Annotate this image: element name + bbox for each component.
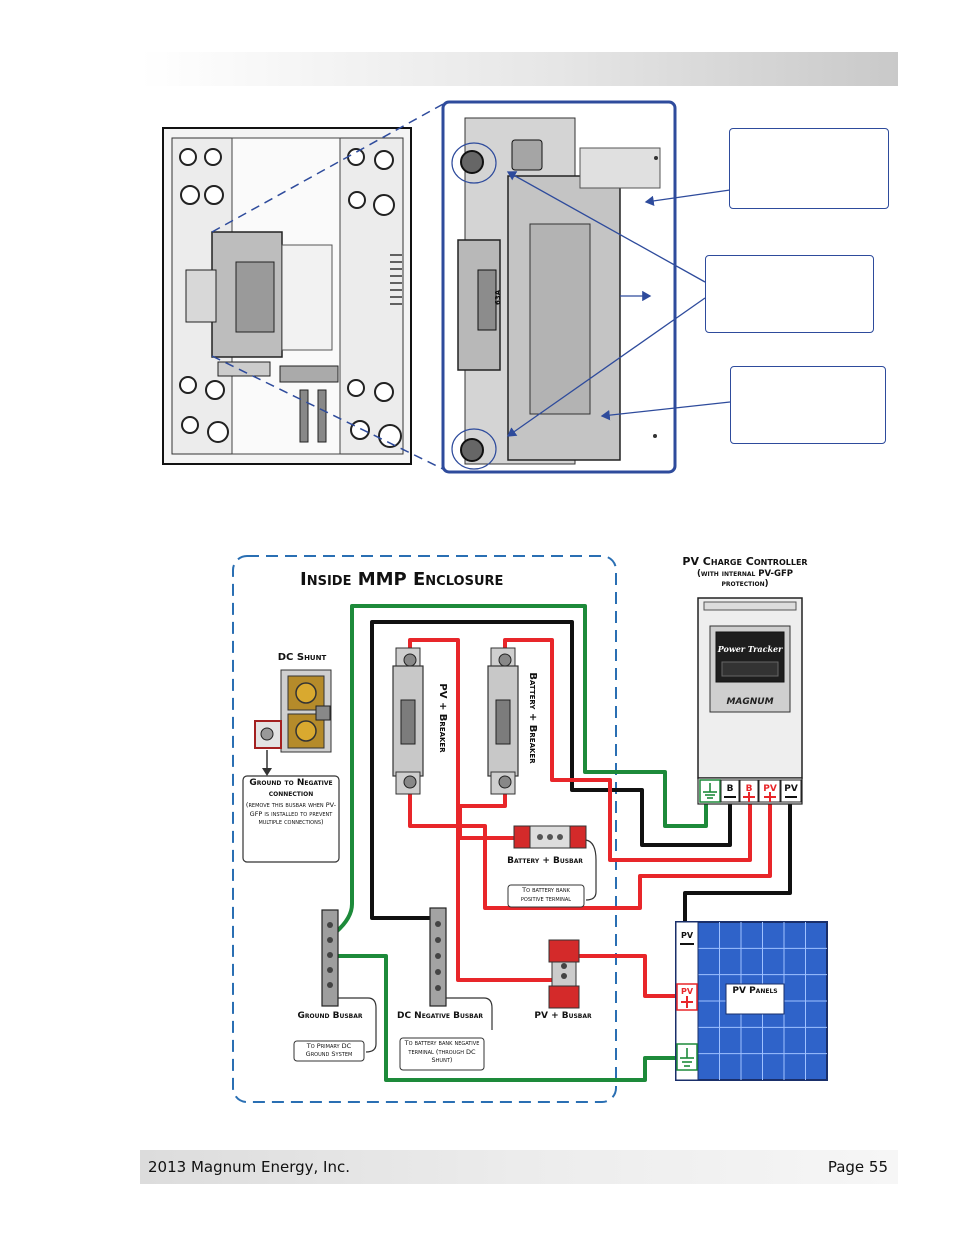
callout-box-1 <box>729 128 889 209</box>
dc-negative-busbar-note: To battery bank negative terminal (throu… <box>404 1039 480 1064</box>
wire-black-negative <box>370 620 732 920</box>
pv-panels: PV PV PV Panels <box>675 921 828 1081</box>
pv-busbar-label: PV + Busbar <box>534 1011 592 1021</box>
pv-breaker <box>392 647 424 795</box>
battery-breaker-label: Battery + Breaker <box>527 672 538 764</box>
terminal-b-pos-label: B <box>746 784 753 794</box>
page-number: Page 55 <box>827 1158 888 1176</box>
wire-red-pv-breaker-top <box>408 638 552 982</box>
enclosure-photo <box>162 127 412 465</box>
wire-red-battery-breaker-bottom <box>458 782 527 840</box>
enclosure-title: Inside MMP Enclosure <box>300 569 503 590</box>
charge-controller-title: PV Charge Controller <box>682 555 807 568</box>
dc-shunt-label: DC Shunt <box>278 652 327 663</box>
zoom-lines <box>211 102 446 471</box>
pv-panels-label: PV Panels <box>732 986 778 996</box>
battery-busbar-label: Battery + Busbar <box>507 856 583 866</box>
dc-shunt: DC Shunt <box>254 652 332 753</box>
page-header-bar <box>140 52 898 86</box>
ground-busbar-note: To Primary DC Ground System <box>305 1042 353 1058</box>
wire-green-ground-to-panels <box>337 954 675 1082</box>
ground-to-negative-note: (remove this busbar when PV-GFP is insta… <box>245 801 337 826</box>
callout-box-3 <box>730 366 886 444</box>
terminal-b-neg-label: B <box>727 784 734 794</box>
footer-copyright: 2013 Magnum Energy, Inc. <box>148 1158 350 1176</box>
wire-black-pv-negative <box>683 795 792 922</box>
mmp-enclosure-outline <box>232 555 617 1103</box>
pv-busbar: PV + Busbar <box>534 939 592 1021</box>
breaker-rating-text: 63A <box>494 289 502 305</box>
callout-arrows <box>451 142 731 470</box>
ground-busbar-label: Ground Busbar <box>297 1011 362 1021</box>
panel-neg-terminal-label: PV <box>681 931 694 940</box>
pv-breaker-label: PV + Breaker <box>437 683 448 753</box>
terminal-pv-pos-label: PV <box>763 784 777 794</box>
battery-busbar-note: To battery bank positive terminal <box>520 886 572 903</box>
charge-controller-subtitle: (with internal PV-GFP protection) <box>696 569 794 589</box>
ground-busbar: Ground Busbar To Primary DC Ground Syste… <box>293 909 377 1062</box>
ground-to-negative-callout: Ground to Negative connection (remove th… <box>242 750 340 863</box>
terminal-pv-neg-label: PV <box>784 784 798 794</box>
wire-red-pv-busbar-to-panels <box>577 954 675 998</box>
charge-controller-maker: MAGNUM <box>726 697 773 707</box>
page-footer-bar: 2013 Magnum Energy, Inc. Page 55 <box>140 1150 898 1184</box>
dc-negative-busbar-label: DC Negative Busbar <box>397 1011 483 1021</box>
charge-controller: Power Tracker MAGNUM B B PV PV <box>697 597 803 805</box>
panel-pos-terminal-label: PV <box>681 987 694 996</box>
charge-controller-brand: Power Tracker <box>717 644 783 654</box>
wire-red-battery-breaker-top <box>503 638 752 862</box>
battery-breaker <box>487 647 519 795</box>
breaker-closeup: 63A <box>441 100 677 474</box>
wire-green-ground-to-controller <box>334 604 708 934</box>
dc-negative-busbar: DC Negative Busbar To battery bank negat… <box>397 907 493 1071</box>
callout-box-2 <box>705 255 874 333</box>
battery-busbar: Battery + Busbar To battery bank positiv… <box>507 825 597 908</box>
ground-to-negative-title: Ground to Negative connection <box>249 778 333 799</box>
wire-red-pv-breaker-bottom <box>408 782 772 910</box>
